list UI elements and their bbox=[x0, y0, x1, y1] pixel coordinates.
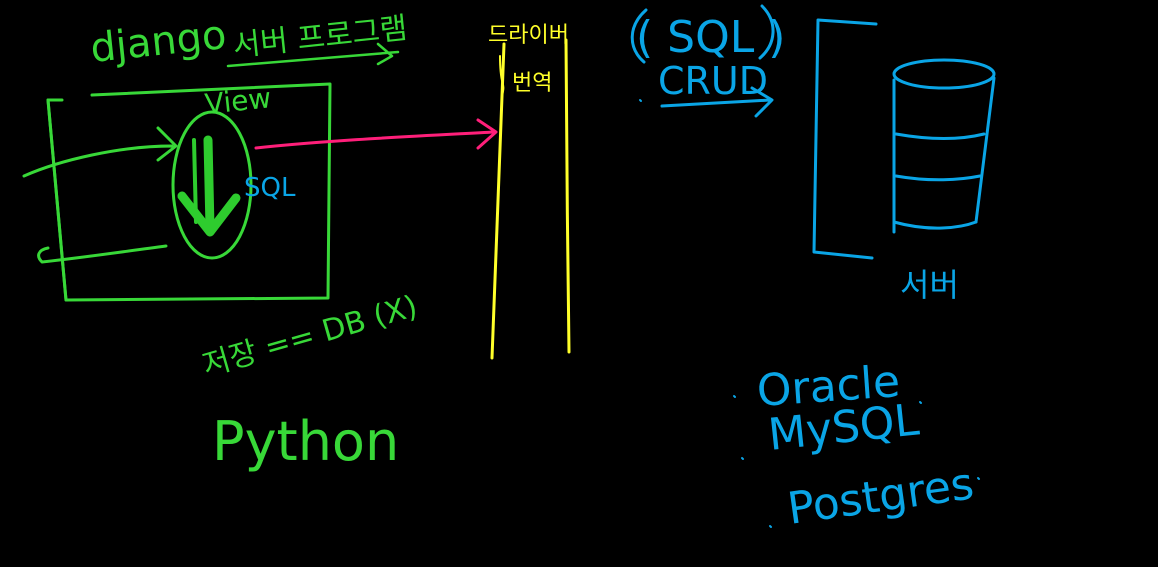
db-server-diagram bbox=[630, 4, 996, 260]
server-program-title: 서버 프로그램 bbox=[231, 11, 409, 64]
django-server-diagram bbox=[22, 42, 400, 302]
python-label: Python bbox=[212, 410, 399, 473]
view-label: View bbox=[203, 81, 273, 121]
view-ellipse bbox=[171, 110, 253, 260]
db-oracle: Oracle bbox=[755, 356, 901, 417]
crud-arrow bbox=[660, 86, 774, 118]
driver-column bbox=[490, 38, 571, 360]
storage-note: 저장 == DB (X) bbox=[199, 289, 422, 384]
database-icon bbox=[892, 58, 996, 234]
db-postgres: Postgres bbox=[784, 458, 976, 535]
translate-label: 번역 bbox=[512, 71, 552, 96]
driver-label: 드라이버 bbox=[488, 23, 569, 48]
server-bracket bbox=[812, 18, 878, 260]
query-arrow bbox=[254, 118, 498, 150]
sql-label-left: SQL bbox=[244, 173, 296, 203]
request-arrow bbox=[22, 126, 178, 178]
sql-label-right: ( SQL ) bbox=[636, 12, 785, 63]
django-title: django bbox=[88, 12, 228, 72]
db-server-label: 서버 bbox=[900, 266, 959, 304]
crud-label: CRUD bbox=[658, 59, 768, 103]
title-underline bbox=[226, 42, 400, 68]
stray-dots bbox=[639, 99, 980, 528]
response-curve bbox=[37, 244, 168, 264]
down-arrow-icon bbox=[177, 135, 241, 237]
